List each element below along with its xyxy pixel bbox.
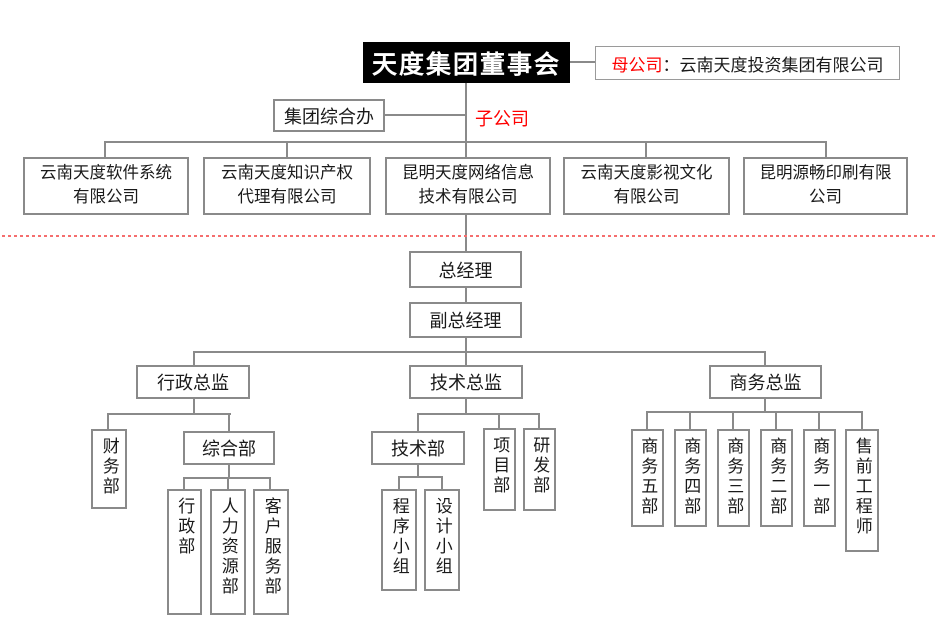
connector-line bbox=[193, 351, 195, 365]
business-dept-2-box: 商务二部 bbox=[760, 429, 793, 527]
parent-company-box: 母公司：云南天度投资集团有限公司 bbox=[595, 46, 900, 80]
subsidiary-box-network-info: 昆明天度网络信息 技术有限公司 bbox=[385, 157, 551, 215]
business-dept-5-box: 商务五部 bbox=[631, 429, 664, 527]
connector-line bbox=[825, 141, 827, 157]
project-dept-label: 项目部 bbox=[490, 436, 510, 496]
connector-line bbox=[775, 411, 777, 429]
connector-line bbox=[228, 465, 230, 478]
connector-line bbox=[417, 413, 419, 431]
connector-line bbox=[764, 399, 766, 412]
parent-company-prefix: 母公司 bbox=[611, 55, 663, 75]
admin-dept-box: 行政部 bbox=[167, 489, 202, 615]
connector-line bbox=[570, 61, 595, 63]
connector-line bbox=[689, 411, 691, 429]
subsidiary-box-film-culture: 云南天度影视文化 有限公司 bbox=[563, 157, 730, 215]
deputy-general-manager-box: 副总经理 bbox=[409, 302, 522, 338]
subsidiary-box-ip-agency: 云南天度知识产权 代理有限公司 bbox=[203, 157, 371, 215]
project-dept-box: 项目部 bbox=[483, 428, 516, 511]
connector-line bbox=[228, 413, 230, 431]
general-manager-box: 总经理 bbox=[409, 251, 522, 288]
connector-line bbox=[104, 141, 106, 157]
connector-line bbox=[861, 411, 863, 429]
general-dept-box: 综合部 bbox=[183, 431, 275, 465]
rnd-dept-label: 研发部 bbox=[530, 436, 550, 496]
customer-service-dept-label: 客户服务部 bbox=[261, 497, 281, 597]
finance-dept-label: 财务部 bbox=[99, 437, 119, 497]
connector-line bbox=[286, 141, 288, 157]
presales-engineer-box: 售前工程师 bbox=[845, 429, 879, 552]
connector-line bbox=[417, 413, 540, 415]
rnd-dept-box: 研发部 bbox=[523, 428, 556, 511]
connector-line bbox=[183, 477, 185, 489]
business-dept-3-box: 商务三部 bbox=[717, 429, 750, 527]
subsidiary-box-software: 云南天度软件系统 有限公司 bbox=[23, 157, 189, 215]
connector-line bbox=[193, 399, 195, 414]
connector-line bbox=[498, 413, 500, 428]
connector-line bbox=[417, 465, 419, 477]
director-box-tech: 技术总监 bbox=[409, 365, 523, 399]
admin-dept-label: 行政部 bbox=[175, 497, 195, 557]
customer-service-dept-box: 客户服务部 bbox=[253, 489, 289, 615]
hr-dept-box: 人力资源部 bbox=[210, 489, 246, 615]
subsidiary-box-printing: 昆明源畅印刷有限 公司 bbox=[743, 157, 908, 215]
hr-dept-label: 人力资源部 bbox=[218, 497, 238, 597]
design-group-label: 设计小组 bbox=[432, 497, 452, 577]
director-box-admin: 行政总监 bbox=[136, 365, 250, 399]
business-dept-5-label: 商务五部 bbox=[638, 437, 658, 517]
program-group-box: 程序小组 bbox=[381, 489, 417, 591]
connector-line bbox=[465, 338, 467, 353]
connector-line bbox=[465, 83, 467, 157]
business-dept-3-label: 商务三部 bbox=[724, 437, 744, 517]
connector-line bbox=[269, 477, 271, 489]
connector-line bbox=[441, 476, 443, 489]
connector-line bbox=[465, 288, 467, 302]
business-dept-1-label: 商务一部 bbox=[810, 437, 830, 517]
group-office-label: 集团综合办 bbox=[284, 106, 374, 127]
connector-line bbox=[538, 413, 540, 428]
connector-line bbox=[193, 351, 766, 353]
parent-company-name: ：云南天度投资集团有限公司 bbox=[662, 55, 884, 75]
program-group-label: 程序小组 bbox=[389, 497, 409, 577]
section-divider bbox=[2, 235, 935, 237]
connector-line bbox=[732, 411, 734, 429]
group-office-box: 集团综合办 bbox=[273, 99, 385, 132]
design-group-box: 设计小组 bbox=[424, 489, 460, 591]
connector-line bbox=[107, 413, 109, 429]
connector-line bbox=[764, 351, 766, 365]
connector-line bbox=[818, 411, 820, 429]
subsidiary-type-label: 子公司 bbox=[475, 109, 529, 129]
connector-line bbox=[105, 141, 827, 143]
connector-line bbox=[646, 411, 863, 413]
board-label: 天度集团董事会 bbox=[371, 50, 561, 79]
business-dept-4-box: 商务四部 bbox=[674, 429, 707, 527]
board-box: 天度集团董事会 bbox=[363, 42, 570, 83]
connector-line bbox=[465, 215, 467, 251]
connector-line bbox=[227, 477, 229, 489]
connector-line bbox=[465, 399, 467, 413]
connector-line bbox=[398, 476, 443, 478]
connector-line bbox=[645, 141, 647, 157]
tech-dept-box: 技术部 bbox=[371, 431, 465, 465]
connector-line bbox=[398, 476, 400, 489]
finance-dept-box: 财务部 bbox=[91, 429, 127, 509]
director-box-business: 商务总监 bbox=[709, 365, 822, 399]
presales-engineer-label: 售前工程师 bbox=[852, 437, 872, 537]
connector-line bbox=[465, 351, 467, 365]
business-dept-1-box: 商务一部 bbox=[803, 429, 836, 527]
connector-line bbox=[646, 411, 648, 429]
connector-line bbox=[385, 114, 466, 116]
business-dept-4-label: 商务四部 bbox=[681, 437, 701, 517]
connector-line bbox=[107, 413, 231, 415]
business-dept-2-label: 商务二部 bbox=[767, 437, 787, 517]
